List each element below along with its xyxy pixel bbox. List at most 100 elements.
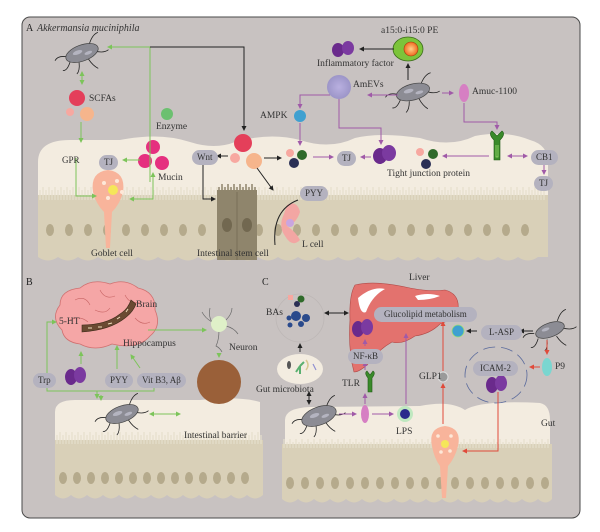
p9-icon bbox=[542, 358, 552, 376]
cell-nucleus bbox=[511, 477, 519, 489]
cell-nucleus bbox=[361, 477, 369, 489]
cell-nucleus bbox=[502, 224, 510, 236]
mucin-icon-3 bbox=[155, 156, 169, 170]
cell-nucleus bbox=[87, 472, 95, 484]
cell-nucleus bbox=[171, 472, 179, 484]
tlr-label: TLR bbox=[342, 379, 360, 389]
neuron-icon bbox=[201, 307, 239, 353]
panel-c-letter: C bbox=[262, 277, 269, 288]
cell-nucleus bbox=[407, 224, 415, 236]
gut-label: Gut bbox=[541, 419, 556, 429]
mucin-icon-2 bbox=[138, 154, 152, 168]
hippocampus-label: Hippocampus bbox=[123, 339, 176, 349]
scfa-peach-icon bbox=[80, 107, 94, 121]
cell-nucleus bbox=[541, 477, 549, 489]
lps-receptor-icon bbox=[361, 405, 369, 423]
amuc-1100-label: Amuc-1100 bbox=[472, 87, 518, 97]
inflammatory-factor-label: Inflammatory factor bbox=[317, 59, 394, 69]
tj-label-2: TJ bbox=[337, 151, 356, 166]
cell-nucleus bbox=[301, 477, 309, 489]
tight-junction-complex-icon bbox=[286, 149, 307, 168]
scfas-label: SCFAs bbox=[89, 94, 116, 104]
l-cell-c-icon bbox=[431, 426, 459, 498]
pyy-label-a: PYY bbox=[300, 186, 329, 201]
inflammatory-factor-icon-c2 bbox=[486, 375, 507, 393]
hippocampus-icon bbox=[81, 299, 137, 333]
cell-nucleus bbox=[346, 477, 354, 489]
icam-2-label: ICAM-2 bbox=[473, 361, 518, 376]
tight-junction-protein-icon bbox=[490, 130, 504, 161]
brain-label: Brain bbox=[136, 300, 158, 310]
glp1-icon bbox=[437, 371, 449, 383]
cell-nucleus bbox=[101, 472, 109, 484]
cell-nucleus bbox=[451, 477, 459, 489]
intestinal-barrier-icon bbox=[197, 360, 241, 404]
cell-nucleus bbox=[143, 472, 151, 484]
cell-nucleus bbox=[199, 472, 207, 484]
cell-nucleus bbox=[316, 477, 324, 489]
cell-nucleus bbox=[481, 477, 489, 489]
amevs-icon bbox=[327, 75, 351, 99]
cell-nucleus bbox=[185, 472, 193, 484]
cell-nucleus bbox=[198, 224, 206, 236]
l-cell-label: L cell bbox=[302, 240, 324, 250]
cell-nucleus bbox=[241, 472, 249, 484]
cell-nucleus bbox=[73, 472, 81, 484]
akkermansia-bacterium-icon bbox=[54, 31, 109, 75]
cell-nucleus bbox=[426, 224, 434, 236]
tj-label-3: TJ bbox=[534, 176, 553, 191]
cell-nucleus bbox=[179, 224, 187, 236]
goblet-cell-label: Goblet cell bbox=[91, 249, 133, 259]
brain-icon bbox=[55, 281, 158, 349]
cell-nucleus bbox=[129, 472, 137, 484]
liver-label: Liver bbox=[409, 273, 430, 283]
l-cell-icon bbox=[274, 199, 300, 246]
goblet-cell-icon bbox=[92, 170, 124, 248]
cell-nucleus bbox=[213, 472, 221, 484]
trp-label: Trp bbox=[33, 373, 56, 388]
intestinal-stem-cell-icon bbox=[217, 184, 257, 260]
cell-nucleus bbox=[466, 477, 474, 489]
lps-icon bbox=[397, 406, 413, 422]
cell-nucleus bbox=[350, 224, 358, 236]
cell-nucleus bbox=[464, 224, 472, 236]
glp1-label: GLP1 bbox=[419, 372, 442, 382]
gut-microbiota-label: Gut microbiota bbox=[256, 385, 314, 395]
cell-nucleus bbox=[59, 472, 67, 484]
cell-nucleus bbox=[141, 224, 149, 236]
gpr-label: GPR bbox=[62, 155, 80, 165]
cell-nucleus bbox=[369, 224, 377, 236]
panel-a-letter: A bbox=[26, 23, 34, 34]
scfa-pink-icon bbox=[66, 108, 74, 116]
cell-nucleus bbox=[286, 477, 294, 489]
inflammatory-factor-icon bbox=[332, 41, 354, 57]
inflammatory-factor-icon-c bbox=[352, 319, 373, 337]
receptor-icon bbox=[451, 324, 465, 338]
pyy-label-b: PYY bbox=[105, 373, 134, 388]
cell-nucleus bbox=[445, 224, 453, 236]
panel-c-intestine bbox=[282, 402, 552, 503]
cb1-label: CB1 bbox=[531, 150, 558, 165]
gut-microbiota-icon bbox=[287, 359, 317, 374]
cell-nucleus bbox=[331, 477, 339, 489]
scfa-pink-center-icon bbox=[230, 153, 240, 163]
inflammatory-factor-icon-2 bbox=[373, 145, 396, 164]
bile-acids-icon bbox=[286, 295, 310, 328]
cell-nucleus bbox=[421, 477, 429, 489]
tj-label-1: TJ bbox=[99, 155, 118, 170]
cell-nucleus bbox=[483, 224, 491, 236]
intestinal-stem-cell-label: Intestinal stem cell bbox=[197, 249, 269, 259]
scfa-red-icon bbox=[69, 90, 85, 106]
cell-nucleus bbox=[331, 224, 339, 236]
panel-b-letter: B bbox=[26, 277, 33, 288]
pe-vesicle-icon bbox=[392, 36, 424, 62]
vit-label: Vit B3, Aβ bbox=[137, 373, 186, 388]
cell-nucleus bbox=[122, 224, 130, 236]
scfa-red-center-icon bbox=[234, 134, 252, 152]
cell-nucleus bbox=[227, 472, 235, 484]
cell-nucleus bbox=[84, 224, 92, 236]
tlr-icon bbox=[365, 370, 375, 393]
glucolipid-label: Glucolipid metabolism bbox=[374, 307, 477, 322]
cell-nucleus bbox=[46, 224, 54, 236]
p9-label: P9 bbox=[555, 362, 566, 372]
